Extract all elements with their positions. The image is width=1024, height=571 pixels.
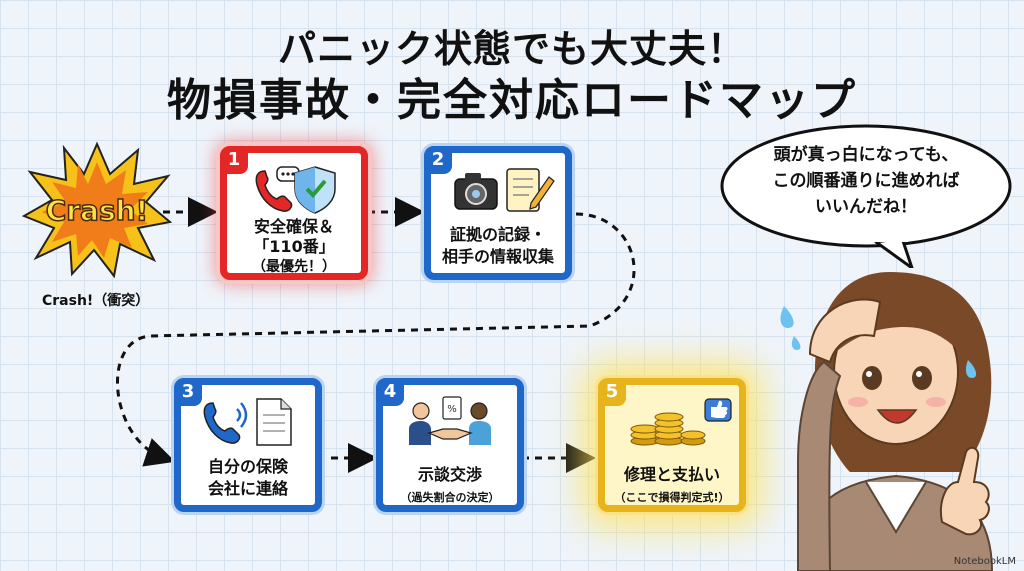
relieved-girl-illustration [780, 272, 994, 571]
step-1-line-2: 「110番」 [253, 237, 335, 256]
svg-text:%: % [447, 404, 457, 415]
step-2-line-2: 相手の情報収集 [441, 247, 554, 266]
bubble-line-3: いいんだね！ [815, 197, 917, 217]
step-4-line-1: 示談交渉 [417, 465, 482, 484]
handshake-icon: % [409, 396, 491, 445]
thumbs-up-icon [704, 398, 732, 422]
step-3-card: 3 自分の保険 会社に連絡 [174, 378, 322, 512]
step-5-card: 5 修理と支払い （ここで損得判定式!） [598, 378, 746, 512]
step-5-number: 5 [598, 378, 626, 406]
crash-burst-text: Crash! [46, 194, 149, 227]
step-2-card: 2 証拠の記録・ 相手の情報収集 [424, 146, 572, 280]
crash-burst-icon: Crash! [22, 141, 172, 279]
step-4-sub: （過失割合の決定） [400, 491, 500, 504]
step-1-line-3: （最優先！） [252, 259, 336, 275]
bubble-line-2: この順番通りに進めれば [772, 171, 960, 191]
step-3-line-1: 自分の保険 [207, 457, 288, 476]
step-4-card: 4 % 示談交渉 （過失割合の決定） [376, 378, 524, 512]
phone-icon [203, 402, 248, 444]
step-2-line-1: 証拠の記録・ [449, 225, 546, 244]
bubble-line-1: 頭が真っ白になっても、 [773, 145, 959, 165]
notepad-pencil-icon [506, 168, 555, 212]
document-icon [256, 398, 292, 446]
title-line-1: パニック状態でも大丈夫！ [277, 27, 746, 71]
phone-icon [255, 166, 300, 212]
step-1-line-1: 安全確保＆ [253, 217, 334, 236]
step-5-line-1: 修理と支払い [623, 465, 720, 484]
camera-icon [454, 173, 498, 210]
step-1-number: 1 [220, 146, 248, 174]
notebooklm-watermark: NotebookLM [953, 556, 1016, 567]
title-line-2: 物損事故・完全対応ロードマップ [167, 75, 857, 126]
coins-icon [630, 412, 706, 446]
connector-2-to-3 [116, 212, 636, 467]
step-3-line-2: 会社に連絡 [207, 479, 288, 498]
shield-icon [294, 166, 336, 214]
step-5-sub: （ここで損得判定式!） [614, 491, 730, 504]
crash-caption: Crash!（衝突） [42, 293, 150, 309]
step-3-number: 3 [174, 378, 202, 406]
step-1-card: 1 安全確保＆ 「110番」 （最優先！） [220, 146, 368, 280]
speech-bubble [720, 124, 1012, 268]
step-4-number: 4 [376, 378, 404, 406]
step-2-number: 2 [424, 146, 452, 174]
